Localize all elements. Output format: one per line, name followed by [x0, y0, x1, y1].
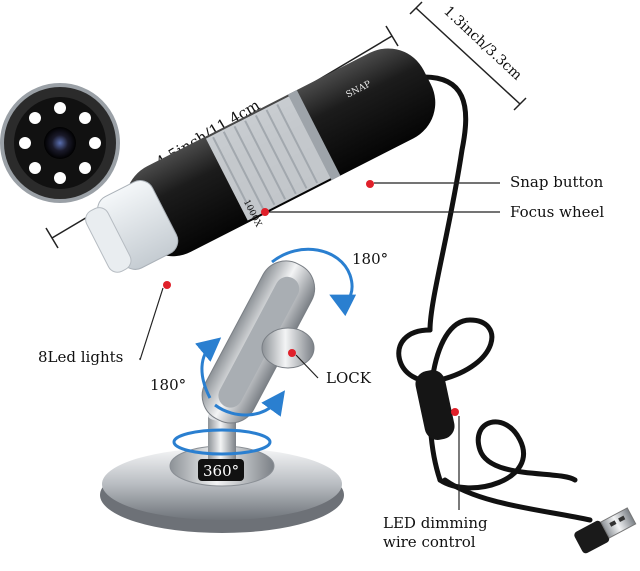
lens-closeup: [0, 83, 120, 203]
focus-wheel-label: Focus wheel: [510, 203, 605, 221]
led-dimming-label: LED dimming wire control: [383, 514, 488, 552]
stand-base: [100, 411, 344, 533]
usb-plug: [574, 507, 637, 554]
led-lights-label: 8Led lights: [38, 348, 124, 366]
led-marker: [163, 281, 171, 289]
side-rotation-label: 180°: [150, 376, 186, 394]
leader-lines: [139, 182, 500, 510]
led-dimming-line2: wire control: [383, 533, 476, 551]
side-rotation-arrow-right: [214, 390, 286, 417]
width-label: 1.3inch/3.3cm: [440, 3, 525, 83]
top-rotation-arrow: [271, 247, 357, 317]
lock-label: LOCK: [326, 369, 371, 387]
top-rotation-label: 180°: [352, 250, 388, 268]
focus-wheel-marker: [261, 208, 269, 216]
led-dimming-line1: LED dimming: [383, 514, 488, 532]
snap-button-label: Snap button: [510, 173, 604, 191]
base-rotation-label: 360°: [203, 462, 239, 480]
dimmer-control: [415, 370, 459, 440]
stand-arm: [201, 260, 316, 424]
side-rotation-arrow-up: [195, 337, 222, 399]
microscope-body: SNAP 1000X: [85, 48, 436, 273]
base-rotation-arrow: [172, 428, 272, 456]
base-rotation-badge: 360°: [198, 459, 244, 481]
snap-button-marker: [366, 180, 374, 188]
usb-cable: [396, 74, 593, 523]
rotation-arrows: [172, 247, 357, 456]
